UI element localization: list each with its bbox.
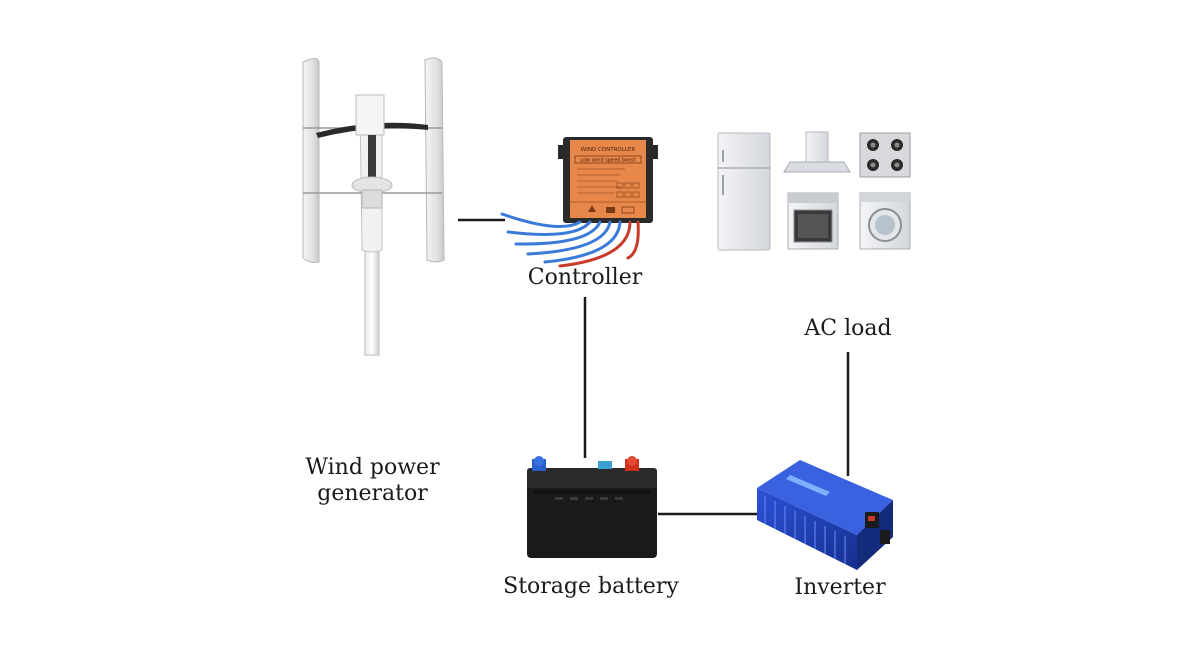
washing-machine-icon xyxy=(859,192,911,250)
charge-controller-icon xyxy=(500,137,658,268)
ac-load-label: AC load xyxy=(804,316,892,341)
range-hood-icon xyxy=(783,131,851,173)
battery-label: Storage battery xyxy=(503,574,679,599)
controller-panel-subtitle: Low wind speed boost xyxy=(580,158,635,164)
vertical-axis-wind-turbine-icon xyxy=(302,57,445,356)
gas-stove-icon xyxy=(859,132,911,178)
inverter-icon xyxy=(757,460,893,570)
refrigerator-icon xyxy=(717,132,771,251)
inverter-label: Inverter xyxy=(794,575,886,600)
battery-icon xyxy=(527,456,657,558)
generator-label-line2: generator xyxy=(317,481,428,506)
oven-icon xyxy=(787,192,839,250)
controller-panel-title: WIND CONTROLLER xyxy=(581,147,636,153)
controller-label: Controller xyxy=(527,265,643,290)
connection-lines xyxy=(458,218,850,516)
generator-label-line1: Wind power xyxy=(305,455,440,480)
ac-load-appliances xyxy=(717,131,911,251)
